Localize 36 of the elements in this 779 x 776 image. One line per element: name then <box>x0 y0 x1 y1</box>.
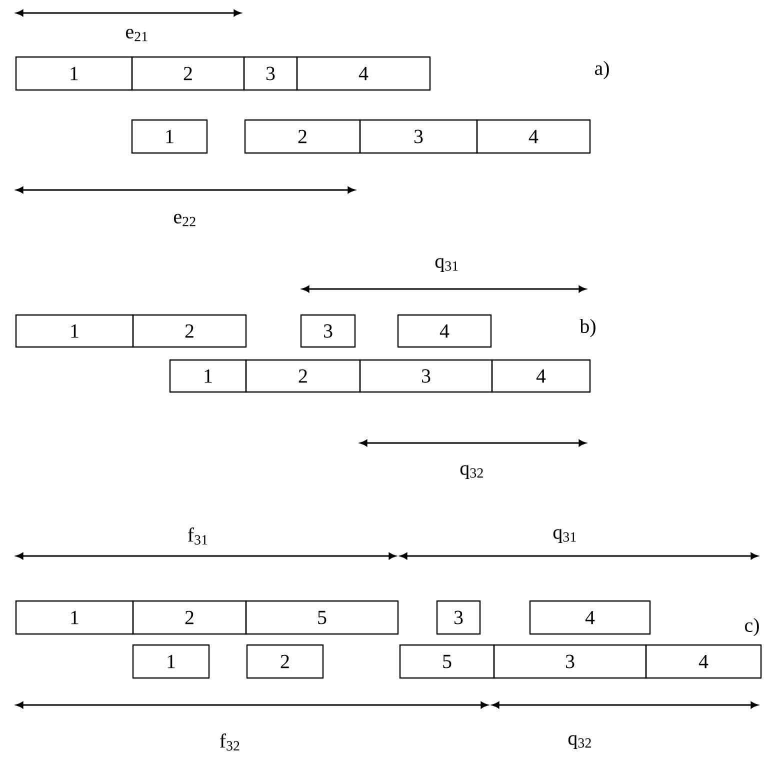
task-box: 4 <box>529 600 651 635</box>
task-box: 5 <box>399 644 495 679</box>
task-box: 4 <box>397 314 492 348</box>
dimension-label: q$_{32}$ <box>460 465 483 479</box>
task-box: 2 <box>245 359 361 393</box>
task-box: 4 <box>645 644 762 679</box>
dimension-label: e$_{22}$ <box>174 214 196 226</box>
dimension-label: f$_{32}$ <box>220 733 240 751</box>
task-box: 2 <box>246 644 324 679</box>
task-box: 2 <box>244 119 361 154</box>
task-box: 2 <box>132 314 247 348</box>
task-box: 3 <box>359 359 493 393</box>
task-box: 2 <box>132 600 247 635</box>
dimension-label: q$_{31}$ <box>553 529 576 543</box>
task-box: 5 <box>245 600 399 635</box>
task-box: 4 <box>296 56 431 91</box>
task-box: 3 <box>493 644 647 679</box>
task-box: 3 <box>300 314 356 348</box>
panel-label: b) <box>580 318 596 338</box>
task-box: 1 <box>131 119 208 154</box>
dimension-label: q$_{31}$ <box>435 258 458 272</box>
task-box: 1 <box>15 56 133 91</box>
task-box: 4 <box>491 359 591 393</box>
task-box: 1 <box>15 314 134 348</box>
task-box: 1 <box>169 359 247 393</box>
task-box: 1 <box>132 644 210 679</box>
task-box: 3 <box>243 56 298 91</box>
task-box: 3 <box>436 600 481 635</box>
task-box: 2 <box>131 56 245 91</box>
task-box: 3 <box>359 119 478 154</box>
task-box: 1 <box>15 600 134 635</box>
dimension-label: e$_{21}$ <box>126 28 148 42</box>
task-box: 4 <box>476 119 591 154</box>
dimension-label: q$_{32}$ <box>568 735 591 749</box>
panel-label: a) <box>594 60 609 80</box>
dimension-label: f$_{31}$ <box>188 527 208 545</box>
